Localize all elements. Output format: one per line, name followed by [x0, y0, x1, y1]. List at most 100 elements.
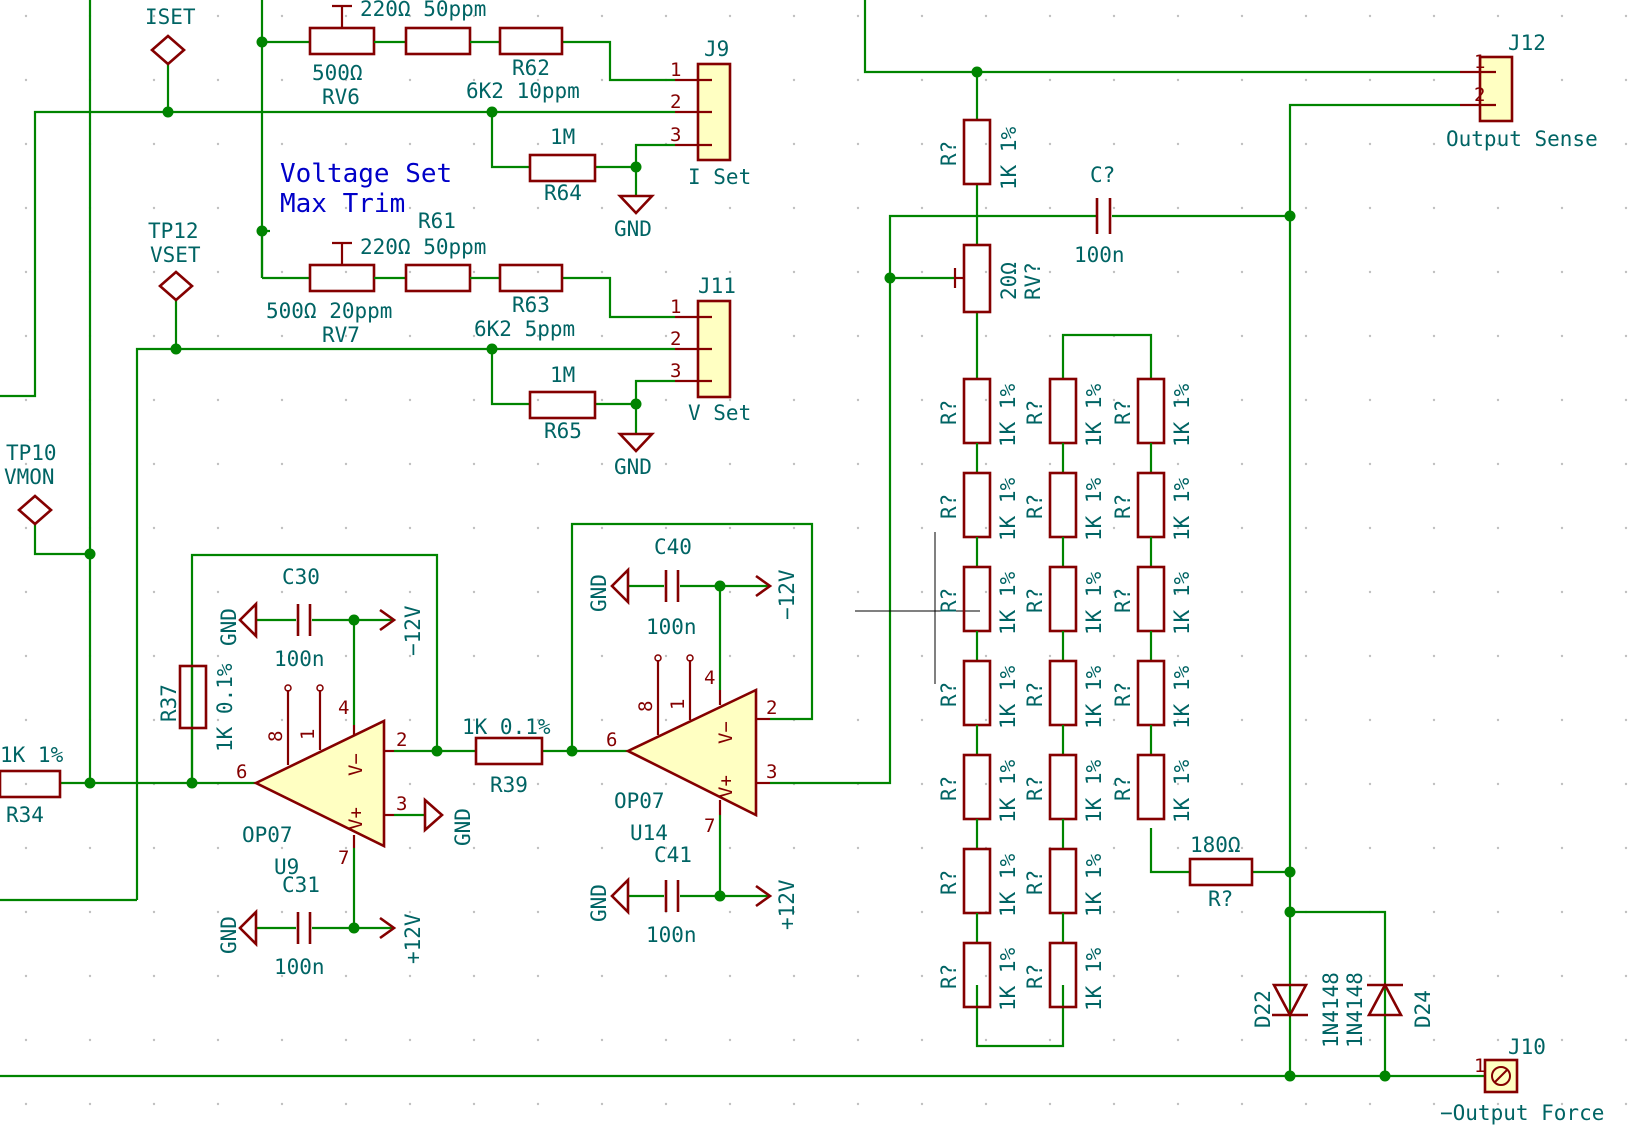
j9-pin2: 2 — [670, 91, 681, 113]
c31 — [238, 908, 397, 948]
j9-pin3: 3 — [670, 124, 681, 146]
tp-iset — [150, 34, 186, 66]
c40-value: 100n — [646, 615, 697, 639]
r62-ref: R62 — [512, 56, 550, 80]
junction-dot — [348, 614, 360, 626]
ladder-resistor — [1048, 471, 1078, 539]
r64-value: 1M — [550, 125, 575, 149]
junction-dot — [186, 777, 198, 789]
u9-pin8: 8 — [265, 731, 287, 742]
ladder-value: 1K 1% — [1082, 477, 1106, 541]
r64-ref: R64 — [544, 181, 582, 205]
ladder-ref: R? — [937, 682, 961, 707]
r39 — [474, 736, 544, 766]
ladder-value: 1K 1% — [1170, 759, 1194, 823]
junction-dot — [1284, 1070, 1296, 1082]
u14-pin7: 7 — [704, 815, 715, 837]
ladder-ref: R? — [1111, 494, 1135, 519]
ladder-ref: R? — [937, 776, 961, 801]
c40-gnd: GND — [587, 574, 611, 612]
ladder-resistor — [1136, 753, 1166, 821]
u9-pin1: 1 — [297, 729, 319, 740]
tp-vmon — [17, 494, 53, 526]
d24-value: 1N4148 — [1343, 972, 1367, 1048]
ladder-resistor — [1048, 659, 1078, 727]
ladder-ref: R? — [937, 400, 961, 425]
r65-value: 1M — [550, 363, 575, 387]
ladder-ref: R? — [1023, 400, 1047, 425]
u14-pos12: +12V — [775, 879, 799, 930]
u9-vplus: V+ — [345, 807, 367, 830]
junctions — [84, 36, 1391, 1082]
c31-ref: C31 — [282, 873, 320, 897]
u14-pin6: 6 — [606, 729, 617, 751]
r62-value: 6K2 10ppm — [466, 79, 580, 103]
u9-ref: U9 — [274, 855, 299, 879]
grid — [24, 14, 1628, 1106]
d22-diode — [1271, 983, 1309, 1018]
r37-value: 1K 0.1% — [213, 663, 237, 752]
r63-value: 6K2 5ppm — [474, 317, 575, 341]
j12-value: Output Sense — [1446, 127, 1598, 151]
rv-ref: RV? — [1021, 262, 1045, 300]
r39-value: 1K 0.1% — [462, 715, 551, 739]
c30-gnd: GND — [217, 608, 241, 646]
ladder-resistor — [962, 565, 992, 633]
ladder-ref: R? — [1023, 588, 1047, 613]
u9-neg12: −12V — [401, 605, 425, 656]
ladder-value: 1K 1% — [996, 383, 1020, 447]
j12-pin2: 2 — [1474, 84, 1485, 106]
ladder-value: 1K 1% — [1170, 383, 1194, 447]
wires-right — [0, 0, 1485, 1078]
rv-value: 20Ω — [997, 262, 1021, 300]
ladder-resistor — [1048, 753, 1078, 821]
r60-value: 220Ω 50ppm — [360, 0, 486, 21]
junction-dot — [884, 272, 896, 284]
r61 — [404, 263, 472, 293]
rv6-ref: RV6 — [322, 85, 360, 109]
r180-ref: R? — [1208, 887, 1233, 911]
d22-value: 1N4148 — [1319, 972, 1343, 1048]
ladder-value: 1K 1% — [996, 571, 1020, 635]
ladder-value: 1K 1% — [1082, 571, 1106, 635]
r37 — [178, 664, 208, 730]
rv7-ref: RV7 — [322, 323, 360, 347]
j12-connector — [1460, 55, 1514, 123]
ladder-ref: R? — [1023, 682, 1047, 707]
d24-diode — [1366, 982, 1404, 1017]
gnd-u9-pin3 — [423, 797, 444, 833]
r65-ref: R65 — [544, 419, 582, 443]
cq-cap — [1095, 198, 1129, 234]
rv-20ohm — [953, 243, 992, 314]
c41-gnd: GND — [587, 884, 611, 922]
r65 — [528, 390, 597, 420]
u9-pin4: 4 — [338, 697, 349, 719]
c31-gnd: GND — [217, 916, 241, 954]
r-top-ref: R? — [937, 141, 961, 166]
r63 — [498, 263, 564, 293]
ladder-value: 1K 1% — [1082, 947, 1106, 1011]
r34-ref: R34 — [6, 803, 44, 827]
ladder-ref: R? — [1111, 588, 1135, 613]
junction-dot — [486, 106, 498, 118]
u9-gnd-pin3: GND — [451, 808, 475, 846]
r39-ref: R39 — [490, 773, 528, 797]
gnd-label-j9: GND — [614, 217, 652, 241]
j9-value: I Set — [688, 165, 751, 189]
tp-vset — [158, 270, 194, 302]
r-top — [962, 118, 992, 186]
ladder-ref: R? — [937, 494, 961, 519]
tp-iset-label: ISET — [145, 5, 196, 29]
ladder-ref: R? — [1111, 682, 1135, 707]
labels: Voltage Set Max Trim ISET TP12 VSET TP10… — [0, 0, 1604, 1125]
j11-connector — [675, 299, 732, 399]
u9-pin2: 2 — [396, 729, 407, 751]
junction-dot — [630, 398, 642, 410]
ladder-resistor — [1048, 377, 1078, 445]
ladder-resistor — [962, 847, 992, 915]
c40-ref: C40 — [654, 535, 692, 559]
c31-value: 100n — [274, 955, 325, 979]
u9-value: OP07 — [242, 823, 293, 847]
u9-pin6: 6 — [236, 761, 247, 783]
tp-vset-ref: TP12 — [148, 219, 199, 243]
